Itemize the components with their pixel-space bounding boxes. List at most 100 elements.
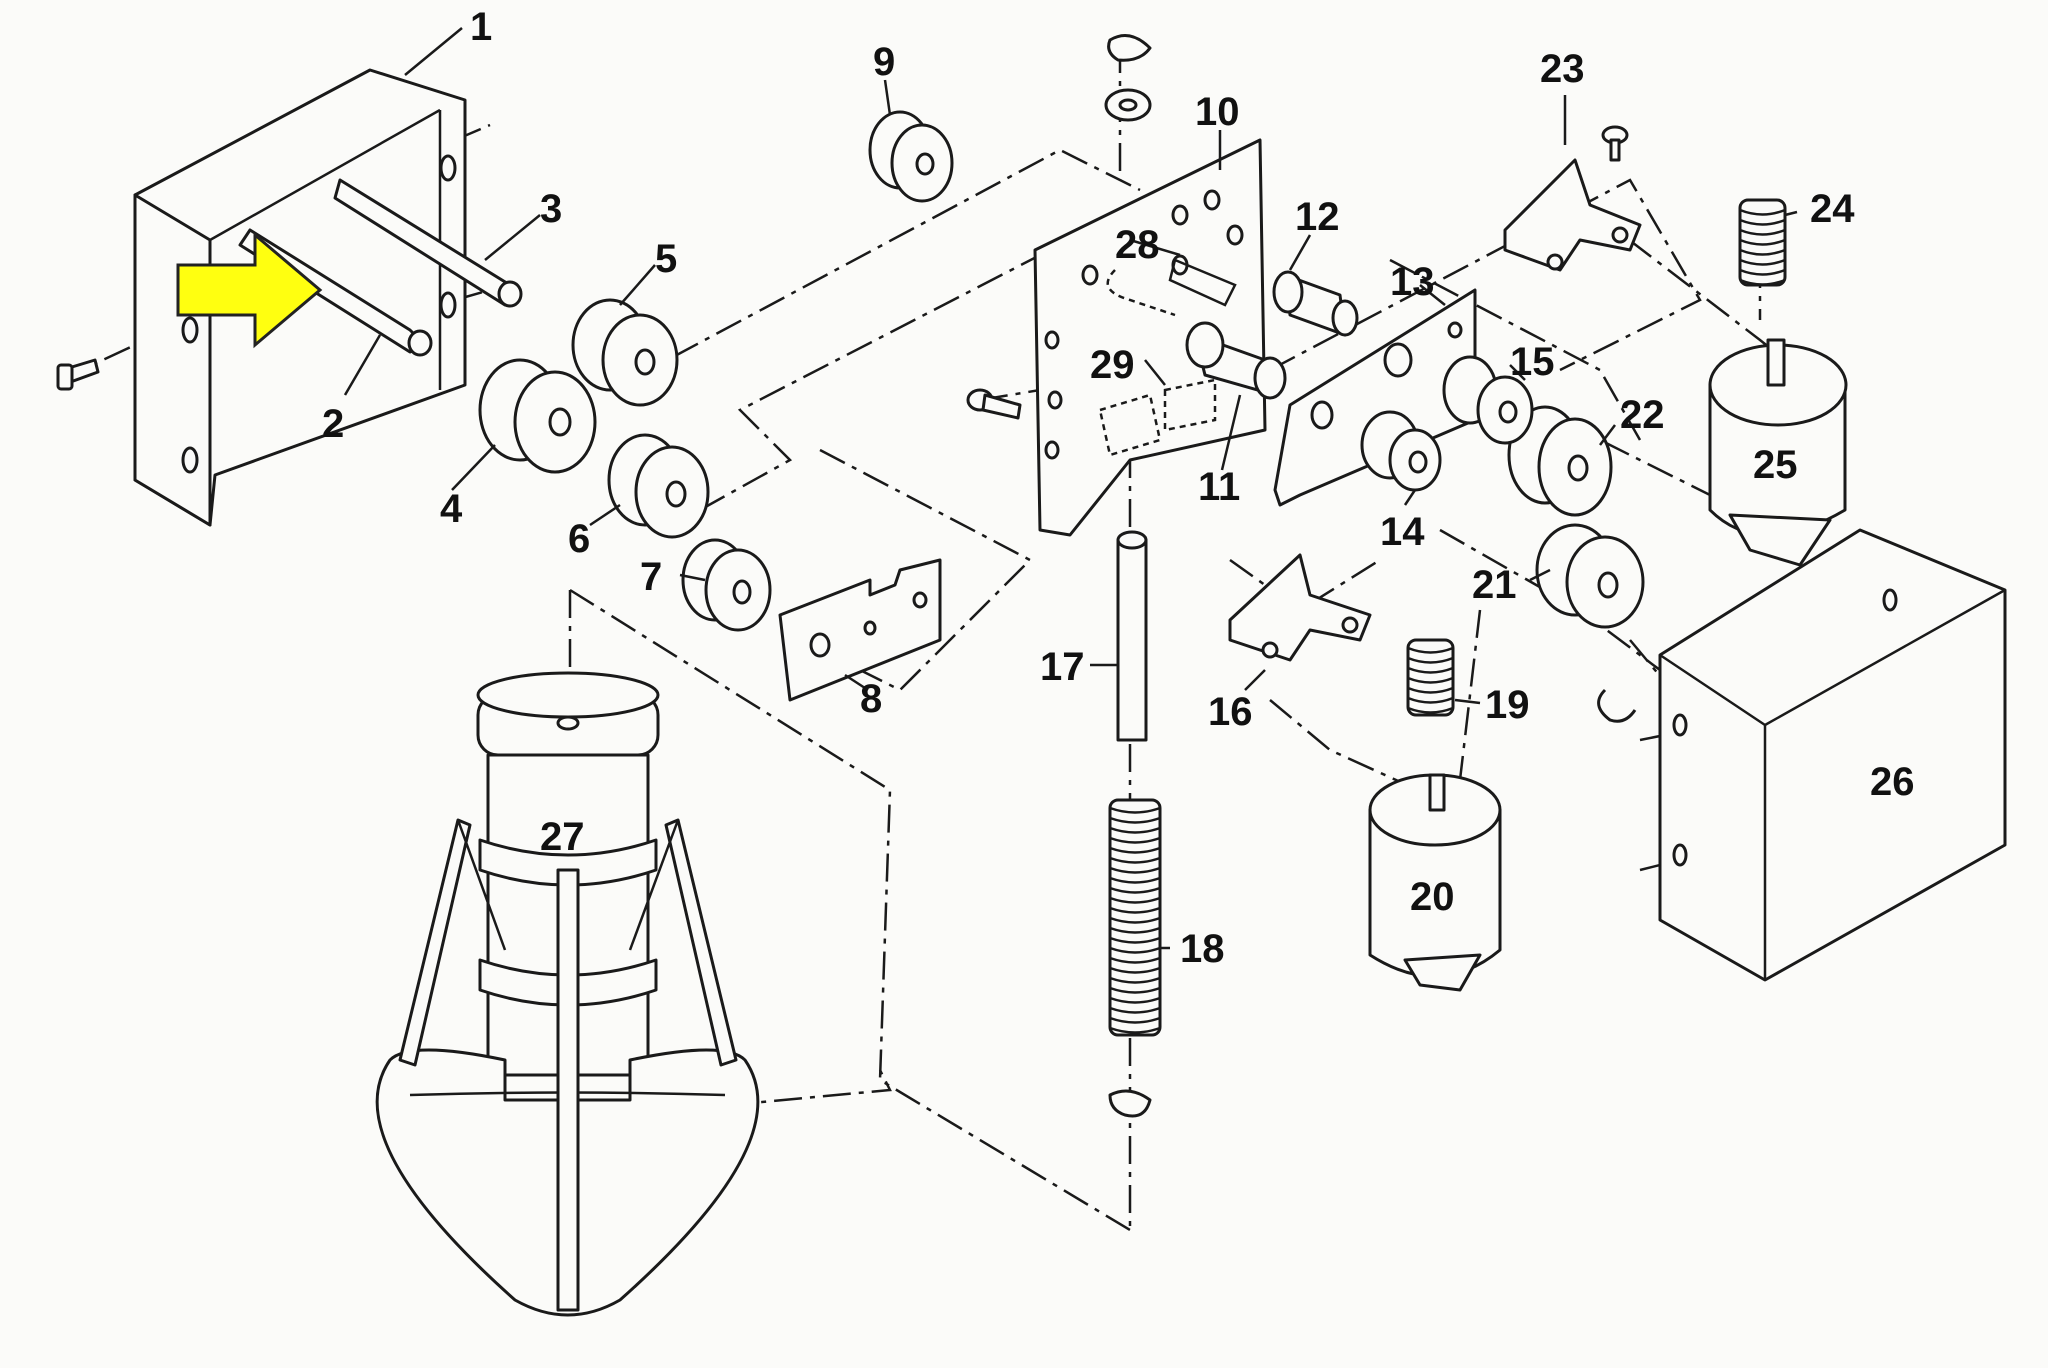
- label-17: 17: [1040, 645, 1085, 689]
- spring-coil: [1109, 806, 1161, 814]
- screw-23: [1601, 125, 1629, 162]
- pulley-22: [1507, 405, 1613, 517]
- label-22: 22: [1620, 393, 1665, 437]
- spring-28: [1106, 258, 1237, 317]
- label-10: 10: [1195, 90, 1240, 134]
- spring-coil: [1109, 886, 1161, 894]
- spring-coil: [1739, 218, 1786, 226]
- clip-bottom: [1108, 1089, 1152, 1118]
- spring-coil: [1109, 916, 1161, 924]
- label-7: 7: [640, 555, 662, 599]
- label-25: 25: [1753, 443, 1798, 487]
- spring-18: [1108, 798, 1162, 1037]
- label-8: 8: [860, 677, 882, 721]
- leader-lines: [343, 27, 1798, 950]
- label-14: 14: [1380, 510, 1425, 554]
- spring-coil: [1109, 826, 1161, 834]
- spring-coil: [1109, 836, 1161, 844]
- spring-coil: [1109, 966, 1161, 974]
- spring-coil: [1739, 228, 1786, 236]
- rod-3: [333, 178, 523, 308]
- spring-coil: [1109, 1026, 1161, 1034]
- spring-24: [1738, 198, 1787, 287]
- spring-coil: [1407, 666, 1454, 674]
- label-27: 27: [540, 815, 585, 859]
- pulley-21: [1535, 523, 1645, 629]
- spring-coil: [1109, 906, 1161, 914]
- label-2: 2: [322, 402, 344, 446]
- spring-coil: [1109, 816, 1161, 824]
- label-15: 15: [1510, 340, 1555, 384]
- pulley-9: [868, 110, 954, 203]
- gear-14: [1360, 410, 1442, 492]
- spring-coil: [1109, 856, 1161, 864]
- gear-15: [1442, 355, 1534, 445]
- motor-20: [1368, 773, 1502, 992]
- plate-10: [1033, 138, 1267, 537]
- label-29: 29: [1090, 343, 1135, 387]
- claw-27: [375, 671, 760, 1317]
- label-12: 12: [1295, 195, 1340, 239]
- spring-coil: [1109, 926, 1161, 934]
- spring-coil: [1739, 268, 1786, 276]
- label-19: 19: [1485, 683, 1530, 727]
- pulley-5: [571, 298, 679, 407]
- cam-29: [1098, 378, 1217, 457]
- shaft-11: [1185, 321, 1287, 400]
- screw-left: [56, 358, 100, 391]
- spring-coil: [1109, 846, 1161, 854]
- tube-17: [1116, 530, 1148, 742]
- label-26: 26: [1870, 760, 1915, 804]
- spring-coil: [1407, 696, 1454, 704]
- label-4: 4: [440, 487, 463, 531]
- spring-coil: [1109, 986, 1161, 994]
- spring-coil: [1109, 896, 1161, 904]
- spring-coil: [1407, 646, 1454, 654]
- clip-top: [1104, 34, 1152, 122]
- spring-coil: [1109, 1016, 1161, 1024]
- cover-26: [1658, 528, 2007, 982]
- label-16: 16: [1208, 690, 1253, 734]
- bracket-16: [1228, 553, 1372, 662]
- bushing-12: [1272, 270, 1359, 337]
- spring-coil: [1739, 258, 1786, 266]
- spring-coil: [1407, 676, 1454, 684]
- label-1: 1: [470, 5, 492, 49]
- label-18: 18: [1180, 927, 1225, 971]
- motor-25: [1708, 338, 1848, 567]
- pulley-7: [681, 538, 772, 632]
- spring-coil: [1109, 956, 1161, 964]
- plate-8: [778, 558, 942, 702]
- pulley-6: [607, 433, 710, 539]
- label-5: 5: [655, 237, 677, 281]
- spring-coil: [1739, 238, 1786, 246]
- spring-coil: [1739, 278, 1786, 286]
- plate-13: [1273, 288, 1477, 507]
- label-21: 21: [1472, 563, 1517, 607]
- part-labels: 1 2 3 4 5 6 7 8 9 10 11 12 13 14 15 16 1…: [322, 5, 1915, 971]
- label-28: 28: [1115, 223, 1160, 267]
- label-13: 13: [1390, 260, 1435, 304]
- label-9: 9: [873, 40, 895, 84]
- pulley-4: [478, 358, 597, 474]
- label-3: 3: [540, 187, 562, 231]
- spring-coil: [1109, 996, 1161, 1004]
- label-24: 24: [1810, 187, 1855, 231]
- spring-coil: [1109, 946, 1161, 954]
- spring-coil: [1739, 208, 1786, 216]
- label-11: 11: [1198, 465, 1240, 509]
- spring-coil: [1109, 1006, 1161, 1014]
- highlight-arrow: [176, 231, 323, 349]
- spring-coil: [1109, 866, 1161, 874]
- spring-coil: [1109, 876, 1161, 884]
- spring-coil: [1109, 976, 1161, 984]
- screw-plate: [966, 388, 1022, 420]
- label-23: 23: [1540, 47, 1585, 91]
- label-6: 6: [568, 517, 590, 561]
- spring-coil: [1407, 686, 1454, 694]
- spring-coil: [1407, 706, 1454, 714]
- label-20: 20: [1410, 875, 1455, 919]
- spring-coil: [1739, 248, 1786, 256]
- bracket-23: [1503, 158, 1642, 272]
